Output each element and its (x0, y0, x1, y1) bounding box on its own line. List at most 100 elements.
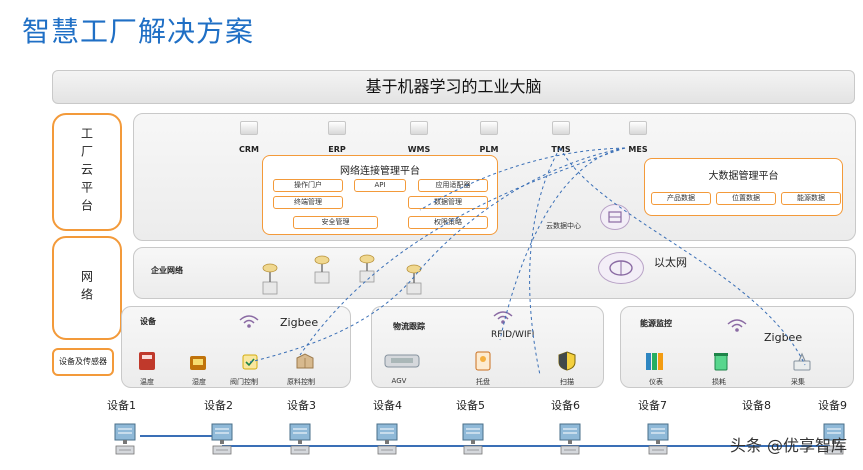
computer-icon (462, 423, 484, 455)
ethernet-label: 以太网 (654, 256, 687, 269)
equipment-panel-title: 设备 (140, 317, 156, 326)
side-label-cloud-text: 工厂云平台 (79, 127, 94, 217)
side-label-cloud: 工厂云平台 (52, 113, 122, 231)
antenna-icon (262, 263, 278, 295)
energy-protocol: Zigbee (764, 331, 803, 344)
chip-product-data: 产品数据 (651, 192, 711, 205)
document-icon (552, 121, 570, 135)
watermark: 头条 @优享智库 (729, 436, 847, 455)
energy-item-label: 损耗 (712, 378, 726, 386)
system-mes: MES (618, 121, 658, 154)
cloud-datacenter-label: 云数据中心 (546, 222, 581, 230)
equipment-item-label: 原料控制 (287, 378, 315, 386)
meter-binders-icon (646, 353, 663, 370)
side-label-network-text: 网络 (79, 270, 94, 306)
system-plm-label: PLM (479, 145, 499, 154)
document-icon (240, 121, 258, 135)
scanner-shield-icon (558, 351, 576, 371)
computer-icon (114, 423, 136, 455)
equipment-protocol: Zigbee (280, 316, 319, 329)
side-label-network: 网络 (52, 236, 122, 340)
device-label: 设备2 (204, 399, 233, 412)
logistics-item-label: 扫描 (560, 378, 574, 386)
energy-item-label: 仪表 (649, 378, 663, 386)
document-icon (480, 121, 498, 135)
chip-energy-data: 能源数据 (781, 192, 841, 205)
document-icon (328, 121, 346, 135)
document-icon (410, 121, 428, 135)
router-glyph (609, 260, 633, 276)
system-mes-label: MES (628, 145, 648, 154)
cloud-datacenter-icon (600, 204, 630, 230)
wifi-icon (727, 319, 747, 332)
chip-security-mgmt: 安全管理 (293, 216, 378, 229)
energy-panel (620, 306, 854, 388)
logistics-panel-title: 物流跟踪 (393, 322, 425, 331)
device-label: 设备3 (287, 399, 316, 412)
dashed-link (559, 147, 806, 366)
chip-adapter: 应用适配器 (418, 179, 488, 192)
device-label: 设备7 (638, 399, 667, 412)
system-crm-label: CRM (239, 145, 259, 154)
equipment-item-label: 湿度 (192, 378, 206, 386)
temperature-sensor-icon (139, 352, 155, 370)
enterprise-network-label: 企业网络 (151, 266, 183, 275)
computer-icon (211, 423, 233, 455)
antenna-icon (359, 254, 375, 283)
logistics-protocol: RFID/WIFI (491, 330, 535, 340)
dashed-link (529, 147, 561, 376)
wifi-icon (239, 315, 259, 328)
computer-icon (647, 423, 669, 455)
dashed-link (499, 147, 626, 341)
computer-icon (289, 423, 311, 455)
humidity-sensor-icon (190, 356, 206, 370)
device-label: 设备8 (742, 399, 771, 412)
logistics-item-label: 托盘 (476, 378, 490, 386)
chip-location-data: 位置数据 (716, 192, 776, 205)
device-label: 设备5 (456, 399, 485, 412)
dashed-link (299, 147, 626, 356)
logistics-panel (371, 306, 604, 388)
chip-api: API (354, 179, 406, 192)
network-mgmt-title: 网络连接管理平台 (340, 166, 420, 177)
device-label: 设备9 (818, 399, 847, 412)
dashed-link (249, 271, 419, 363)
material-box-icon (296, 353, 314, 369)
system-erp-label: ERP (328, 145, 346, 154)
system-plm: PLM (469, 121, 509, 154)
chip-data-mgmt: 数据管理 (408, 196, 488, 209)
agv-icon (384, 354, 420, 368)
system-crm: CRM (229, 121, 269, 154)
dashed-link (419, 147, 626, 211)
side-label-devices-text: 设备及传感器 (59, 357, 107, 366)
network-layer (133, 247, 856, 299)
document-icon (629, 121, 647, 135)
equipment-item-label: 温度 (140, 378, 154, 386)
computer-icon (823, 423, 845, 455)
side-label-devices: 设备及传感器 (52, 348, 114, 376)
logistics-item-label: AGV (391, 377, 407, 385)
system-wms-label: WMS (407, 145, 431, 154)
server-icon (608, 211, 622, 223)
chip-terminal-mgmt: 终端管理 (273, 196, 343, 209)
dashed-link (417, 147, 626, 273)
bigdata-platform: 大数据管理平台 产品数据 位置数据 能源数据 (644, 158, 843, 216)
collector-icon (793, 352, 811, 371)
system-wms: WMS (399, 121, 439, 154)
energy-panel-title: 能源监控 (640, 319, 672, 328)
energy-item-label: 采集 (791, 378, 805, 386)
industrial-brain-bar: 基于机器学习的工业大脑 (52, 70, 855, 104)
equipment-item-label: 阀门控制 (230, 378, 258, 386)
antenna-icon (314, 255, 330, 284)
network-mgmt-platform: 网络连接管理平台 操作门户 API 应用适配器 终端管理 数据管理 安全管理 权… (262, 155, 498, 235)
computer-icon (559, 423, 581, 455)
trash-bin-icon (714, 353, 728, 371)
device-label: 设备4 (373, 399, 402, 412)
system-erp: ERP (317, 121, 357, 154)
equipment-panel (121, 306, 351, 388)
device-label: 设备1 (107, 399, 136, 412)
bigdata-title: 大数据管理平台 (708, 171, 779, 182)
chip-portal: 操作门户 (273, 179, 343, 192)
